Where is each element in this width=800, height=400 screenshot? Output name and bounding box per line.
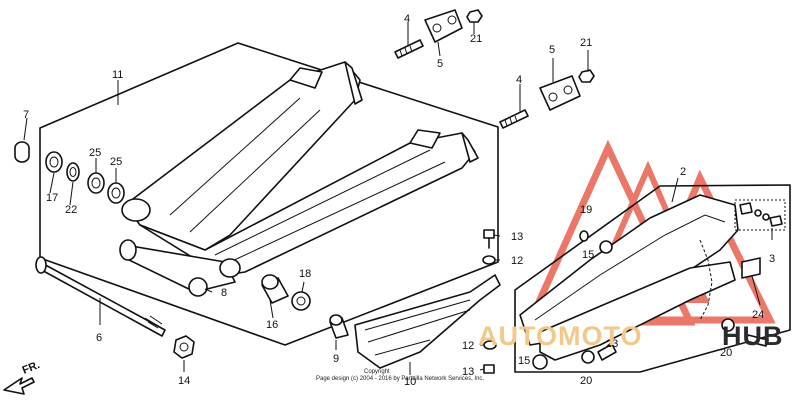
label-8: 8 bbox=[221, 287, 227, 299]
label-12a: 12 bbox=[511, 255, 523, 267]
emblem-set-3 bbox=[734, 199, 786, 231]
bolt-13a bbox=[483, 229, 495, 249]
nut-12a bbox=[482, 255, 496, 265]
chaincase-group-box bbox=[514, 184, 791, 373]
label-22: 22 bbox=[65, 204, 77, 216]
watermark-text-secondary: HUB bbox=[722, 321, 784, 351]
bush-16 bbox=[261, 274, 289, 304]
copyright: Copyright Page design (c) 2004 - 2016 by… bbox=[316, 369, 484, 382]
bearing-25a bbox=[87, 172, 105, 194]
label-18: 18 bbox=[299, 268, 311, 280]
front-direction-indicator: FR. bbox=[3, 359, 42, 395]
chain-slider-10 bbox=[354, 274, 501, 369]
seal-18 bbox=[291, 291, 311, 311]
plate-24 bbox=[741, 257, 761, 279]
label-15b: 15 bbox=[518, 355, 530, 367]
label-10: 10 bbox=[404, 376, 416, 388]
bearing-25b bbox=[107, 182, 125, 204]
washer-22 bbox=[66, 162, 80, 182]
label-21b: 21 bbox=[580, 37, 592, 49]
bolt-23 bbox=[597, 343, 617, 361]
label-4b: 4 bbox=[516, 74, 522, 86]
nut-14 bbox=[173, 335, 195, 359]
pivot-bolt-6 bbox=[35, 256, 166, 337]
adjuster-bolt-4b bbox=[499, 109, 529, 129]
collar-9 bbox=[329, 314, 349, 339]
label-21a: 21 bbox=[470, 33, 482, 45]
chain-case-2 bbox=[519, 194, 739, 361]
label-5b: 5 bbox=[549, 44, 555, 56]
collar-15b bbox=[532, 354, 548, 370]
label-15a: 15 bbox=[582, 249, 594, 261]
adjuster-plate-5b bbox=[539, 75, 581, 111]
adjuster-bolt-4a bbox=[394, 39, 424, 59]
adjuster-plate-5a bbox=[424, 9, 463, 43]
swingarm bbox=[119, 61, 479, 293]
part-labels: 2 3 4 4 5 5 6 7 8 9 10 11 12 12 13 13 14… bbox=[23, 13, 775, 388]
copyright-line-1: Copyright bbox=[364, 369, 390, 375]
label-20b: 20 bbox=[720, 347, 732, 359]
nut-21b bbox=[578, 69, 595, 83]
label-23: 23 bbox=[606, 338, 618, 350]
watermark-text-primary: AUTOMOTO bbox=[478, 321, 643, 351]
label-2: 2 bbox=[680, 166, 686, 178]
label-17: 17 bbox=[46, 192, 58, 204]
label-13a: 13 bbox=[511, 231, 523, 243]
leader-lines bbox=[23, 22, 773, 375]
label-14: 14 bbox=[178, 375, 190, 387]
collar-8 bbox=[188, 277, 208, 297]
grommet-19 bbox=[579, 230, 589, 242]
collar-15a bbox=[599, 240, 613, 254]
label-24: 24 bbox=[752, 309, 764, 321]
label-12b: 12 bbox=[462, 340, 474, 352]
watermark-text: AUTOMOTO HUB bbox=[478, 321, 784, 351]
label-6: 6 bbox=[96, 332, 102, 344]
label-7: 7 bbox=[23, 109, 29, 121]
label-3: 3 bbox=[769, 253, 775, 265]
label-16: 16 bbox=[266, 319, 278, 331]
label-19: 19 bbox=[580, 204, 592, 216]
label-20a: 20 bbox=[580, 375, 592, 387]
copyright-line-2: Page design (c) 2004 - 2016 by Partzilla… bbox=[316, 376, 484, 382]
label-9: 9 bbox=[333, 353, 339, 365]
label-5a: 5 bbox=[437, 58, 443, 70]
seal-17 bbox=[45, 151, 63, 173]
label-11: 11 bbox=[112, 69, 123, 81]
bolt-20a bbox=[581, 350, 595, 364]
front-direction-label: FR. bbox=[21, 359, 42, 377]
nut-21a bbox=[466, 9, 483, 23]
label-13b: 13 bbox=[462, 366, 474, 378]
bolt-20b bbox=[721, 318, 769, 347]
bolt-13b bbox=[483, 364, 495, 374]
pivot-bush-7 bbox=[14, 141, 30, 163]
label-25b: 25 bbox=[110, 156, 122, 168]
label-25a: 25 bbox=[89, 147, 101, 159]
label-4a: 4 bbox=[404, 13, 410, 25]
